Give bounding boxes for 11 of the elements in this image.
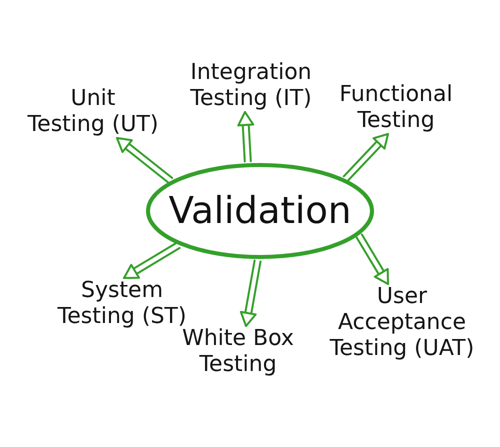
hollow-arrow — [237, 111, 254, 162]
hollow-arrow — [342, 133, 389, 182]
hollow-arrow — [240, 260, 262, 327]
central-label: Validation — [168, 190, 352, 232]
branch-label: Unit Testing (UT) — [27, 86, 159, 138]
branch-label: User Acceptance Testing (UAT) — [330, 284, 474, 362]
branch-label: Functional Testing — [339, 82, 453, 134]
hollow-arrow — [116, 137, 174, 184]
hollow-arrow — [356, 234, 389, 285]
hollow-arrow — [123, 242, 181, 279]
branch-label: Integration Testing (IT) — [190, 60, 312, 112]
